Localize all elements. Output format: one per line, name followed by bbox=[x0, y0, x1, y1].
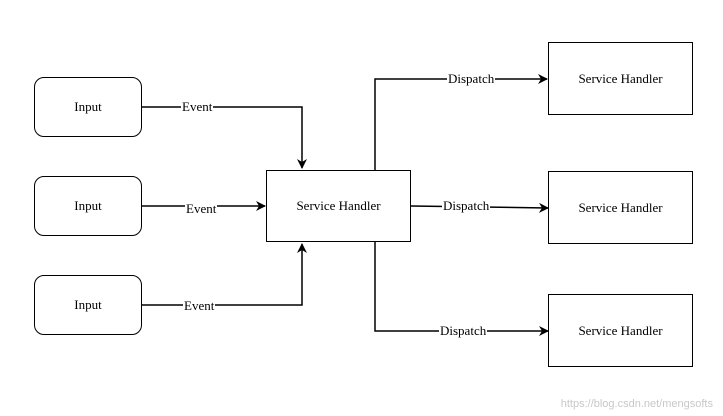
dispatch-edge-1 bbox=[374, 74, 548, 170]
input-node-3: Input bbox=[34, 275, 142, 335]
event-edge-1 bbox=[142, 106, 307, 169]
event-label-2: Event bbox=[185, 201, 218, 216]
event-edge-3 bbox=[142, 243, 307, 306]
input-node-2: Input bbox=[34, 176, 142, 236]
watermark: https://blog.csdn.net/mengsofts bbox=[560, 398, 713, 410]
dispatch-edge-3 bbox=[374, 242, 549, 336]
event-label-3: Event bbox=[183, 298, 216, 313]
dispatch-label-2: Dispatch bbox=[442, 198, 491, 213]
dispatch-label-3: Dispatch bbox=[439, 323, 488, 338]
center-service-handler: Service Handler bbox=[266, 170, 411, 242]
service-handler-2: Service Handler bbox=[548, 171, 693, 244]
service-handler-3: Service Handler bbox=[548, 294, 693, 367]
dispatch-label-1: Dispatch bbox=[447, 71, 496, 86]
service-handler-1: Service Handler bbox=[548, 42, 693, 115]
event-label-1: Event bbox=[181, 99, 214, 114]
input-node-1: Input bbox=[34, 77, 142, 137]
